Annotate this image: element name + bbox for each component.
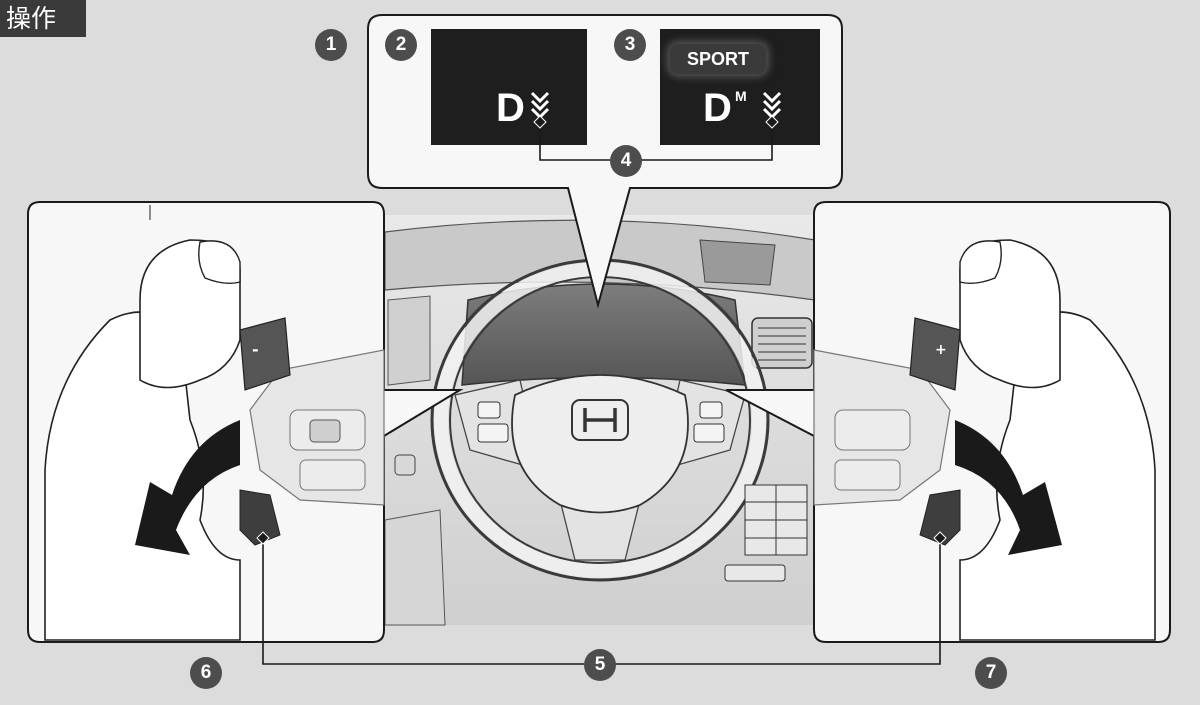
callout-6: 6 xyxy=(190,657,222,689)
gear-indicator-dm: D xyxy=(703,86,732,130)
honda-logo xyxy=(571,399,629,441)
gear-indicator-d: D xyxy=(496,86,525,130)
callout-2: 2 xyxy=(385,29,417,61)
display-screen-1 xyxy=(431,29,587,145)
callout-4: 4 xyxy=(610,145,642,177)
leader-diamonds xyxy=(256,115,947,545)
pull-arrow-right xyxy=(955,420,1062,555)
callout-5: 5 xyxy=(584,649,616,681)
left-paddle-inset xyxy=(27,201,464,643)
air-vent xyxy=(751,317,813,369)
downshift-paddle-label: - xyxy=(252,340,259,359)
callout-1: 1 xyxy=(315,29,347,61)
pull-arrow-left xyxy=(135,420,240,555)
upshift-paddle-label: + xyxy=(935,342,947,358)
right-paddle-inset xyxy=(725,201,1171,643)
callout-3: 3 xyxy=(614,29,646,61)
switch-panel xyxy=(724,484,808,582)
section-tab: 操作 xyxy=(0,0,86,37)
leader-lines xyxy=(262,123,941,665)
manual-mode-indicator: M xyxy=(735,88,747,104)
sport-mode-indicator: SPORT xyxy=(670,44,766,74)
callout-7: 7 xyxy=(975,657,1007,689)
